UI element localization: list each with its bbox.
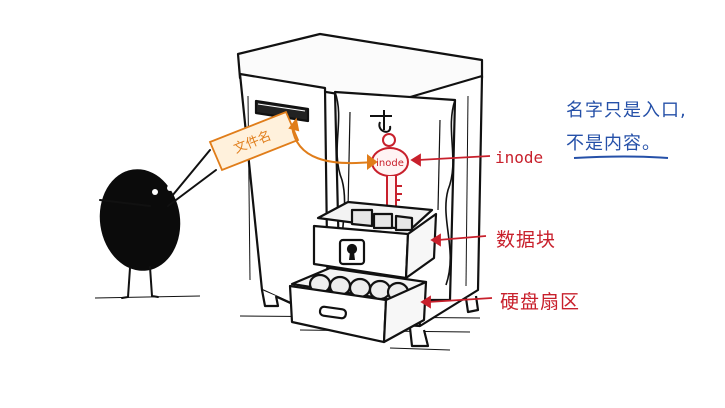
inode-label: inode <box>495 148 544 167</box>
key-tag-label: inode <box>376 158 404 169</box>
note-line-1: 名字只是入口, <box>566 100 687 121</box>
inode-key-icon <box>371 133 409 212</box>
slot-to-key-arrow <box>288 117 378 170</box>
note-underline <box>573 155 669 159</box>
note-line-2: 不是内容。 <box>566 133 661 154</box>
data-block-label: 数据块 <box>496 229 557 251</box>
note-text: 名字只是入口, 不是内容。 <box>566 94 687 160</box>
disk-sector-label: 硬盘扇区 <box>500 291 581 313</box>
disk-sector-drawer <box>288 266 428 344</box>
data-block-drawer <box>312 200 438 280</box>
inode-callout-arrow <box>410 153 491 167</box>
hook <box>370 110 392 133</box>
data-block-callout-arrow <box>430 233 487 247</box>
character <box>99 149 217 299</box>
disk-sector-callout-arrow <box>420 295 493 309</box>
filename-card <box>208 110 300 172</box>
